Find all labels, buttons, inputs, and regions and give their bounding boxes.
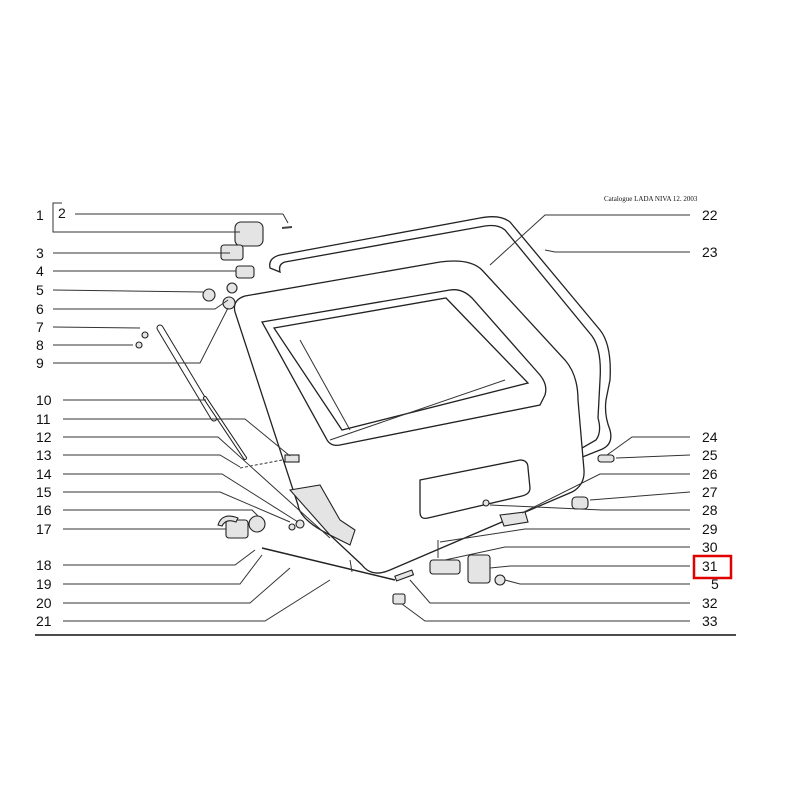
callout-8: 8: [36, 337, 44, 353]
small-parts: [135, 221, 615, 605]
callout-17: 17: [36, 521, 52, 537]
callout-28: 28: [702, 502, 718, 518]
callout-14: 14: [36, 466, 52, 482]
tailgate-panel: [233, 260, 585, 574]
callout-21: 21: [36, 613, 52, 629]
callout-18: 18: [36, 557, 52, 573]
callout-19: 19: [36, 576, 52, 592]
left-callouts: 1 2 3 4 5 6 7 8 9 10 11 12 13 14 15 16 1…: [36, 205, 66, 629]
callout-6: 6: [36, 301, 44, 317]
callout-12: 12: [36, 429, 52, 445]
callout-26: 26: [702, 466, 718, 482]
callout-23: 23: [702, 244, 718, 260]
handle-cover: [234, 221, 264, 247]
left-leader-lines: [52, 252, 331, 622]
callout-32: 32: [702, 595, 718, 611]
callout-25: 25: [702, 447, 718, 463]
right-callouts: 22 23 24 25 26 27 28 29 30 31 5 32 33: [702, 207, 719, 629]
tailgate-seal: [269, 216, 612, 459]
right-leader-lines: [401, 214, 691, 622]
callout-9: 9: [36, 355, 44, 371]
callout-5-right: 5: [711, 576, 719, 592]
callout-7: 7: [36, 319, 44, 335]
callout-13: 13: [36, 447, 52, 463]
catalogue-caption: Catalogue LADA NIVA 12. 2003: [604, 195, 698, 203]
callout-10: 10: [36, 392, 52, 408]
highlight-box: [692, 554, 733, 580]
callout-31: 31: [702, 558, 718, 574]
callout-22: 22: [702, 207, 718, 223]
callout-3: 3: [36, 245, 44, 261]
callout-27: 27: [702, 484, 718, 500]
callout-2: 2: [58, 205, 66, 221]
callout-24: 24: [702, 429, 718, 445]
callout-11: 11: [36, 411, 51, 427]
callout-30: 30: [702, 539, 718, 555]
callout-5: 5: [36, 282, 44, 298]
callout-15: 15: [36, 484, 52, 500]
callout-16: 16: [36, 502, 52, 518]
group-bracket: [52, 202, 240, 233]
callout-1: 1: [36, 207, 44, 223]
callout-4: 4: [36, 263, 44, 279]
callout-33: 33: [702, 613, 718, 629]
callout-20: 20: [36, 595, 52, 611]
callout-29: 29: [702, 521, 718, 537]
